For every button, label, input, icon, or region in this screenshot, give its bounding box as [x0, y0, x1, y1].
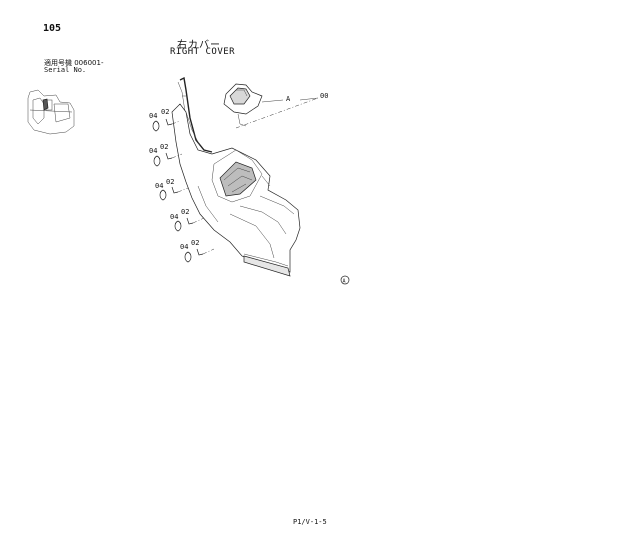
callout-00: 00	[320, 92, 328, 100]
callout-04: 04	[155, 182, 163, 190]
view-marker-letter: A	[343, 279, 346, 285]
washer-icon	[174, 220, 182, 232]
callout-view-a: A	[286, 95, 291, 103]
washer-icon	[153, 155, 161, 167]
serial-label: Serial No.	[44, 66, 87, 74]
title-english: RIGHT COVER	[170, 47, 236, 57]
callout-02: 02	[181, 208, 189, 216]
callout-04: 04	[170, 213, 178, 221]
bolt-icon	[165, 152, 173, 160]
upper-cap	[223, 83, 263, 127]
page-code: P1/V-1-5	[293, 518, 327, 526]
fastener-set-1: 04 02	[149, 108, 181, 132]
right-cover-body	[171, 103, 301, 277]
fastener-set-4: 04 02	[170, 208, 205, 232]
callout-02: 02	[161, 108, 169, 116]
bolt-icon	[196, 248, 204, 256]
page-number: 105	[43, 23, 62, 34]
view-marker: A	[340, 275, 350, 285]
callout-04: 04	[149, 112, 157, 120]
washer-icon	[184, 251, 192, 263]
serial-range: 適用号機 006001-	[44, 59, 104, 67]
callout-02: 02	[191, 239, 199, 247]
fastener-set-5: 04 02	[180, 239, 215, 263]
machine-thumbnail	[27, 89, 75, 135]
bolt-icon	[171, 186, 179, 194]
leader-main-part: 00 A	[235, 92, 328, 129]
callout-04: 04	[149, 147, 157, 155]
fastener-set-2: 04 02	[149, 143, 183, 167]
washer-icon	[152, 120, 160, 132]
bolt-icon	[165, 118, 173, 126]
title-japanese: 右カバー	[177, 40, 221, 51]
callout-04: 04	[180, 243, 188, 251]
bolt-icon	[186, 217, 194, 225]
callout-02: 02	[160, 143, 168, 151]
fastener-set-3: 04 02	[155, 178, 189, 201]
callout-02: 02	[166, 178, 174, 186]
washer-icon	[159, 189, 167, 201]
